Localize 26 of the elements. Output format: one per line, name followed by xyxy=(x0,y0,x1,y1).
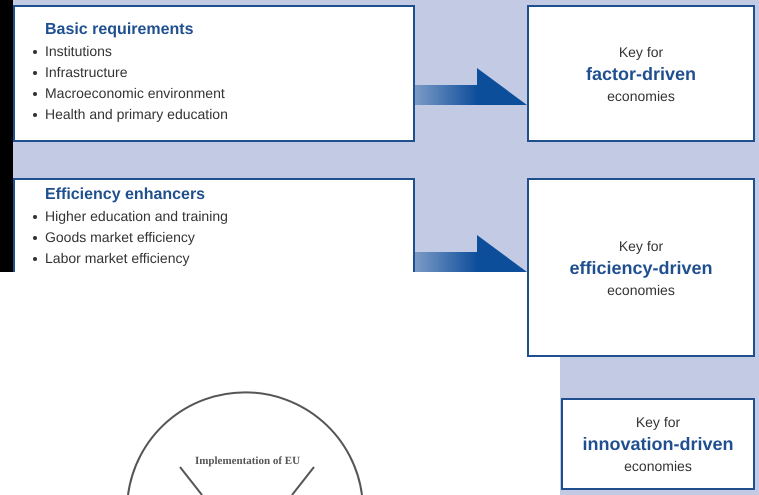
bullet-item: Macroeconomic environment xyxy=(45,84,225,103)
economy-stage-box xyxy=(527,5,755,142)
gradient-arrow xyxy=(415,235,527,272)
bullet-item: Health and primary education xyxy=(45,105,228,124)
stage-name: efficiency-driven xyxy=(569,256,713,280)
stage-caption: economies xyxy=(607,280,675,300)
stage-caption: Key for xyxy=(618,236,664,256)
box-heading: Basic requirements xyxy=(45,20,195,40)
economy-stage-box xyxy=(527,178,755,357)
bullet-item: Goods market efficiency xyxy=(45,228,195,247)
pillar-box xyxy=(13,178,415,272)
stage-caption: economies xyxy=(624,457,692,476)
stage-caption: Key for xyxy=(618,42,664,62)
stage-caption: Key for xyxy=(636,413,680,432)
stage-caption: economies xyxy=(607,86,675,106)
bullet-item: Institutions xyxy=(45,42,112,61)
economy-stage-box xyxy=(561,398,755,490)
box-heading: Efficiency enhancers xyxy=(45,185,206,205)
bullet-item: Labor market efficiency xyxy=(45,249,190,268)
bullet-item: Higher education and training xyxy=(45,207,228,226)
gradient-arrow xyxy=(415,68,527,105)
stage-name: factor-driven xyxy=(586,62,696,86)
pillar-box xyxy=(13,5,415,142)
stage-name: innovation-driven xyxy=(582,433,734,456)
bullet-item: Infrastructure xyxy=(45,63,128,82)
wheel-segment-label: Implementation of EU xyxy=(180,455,315,491)
